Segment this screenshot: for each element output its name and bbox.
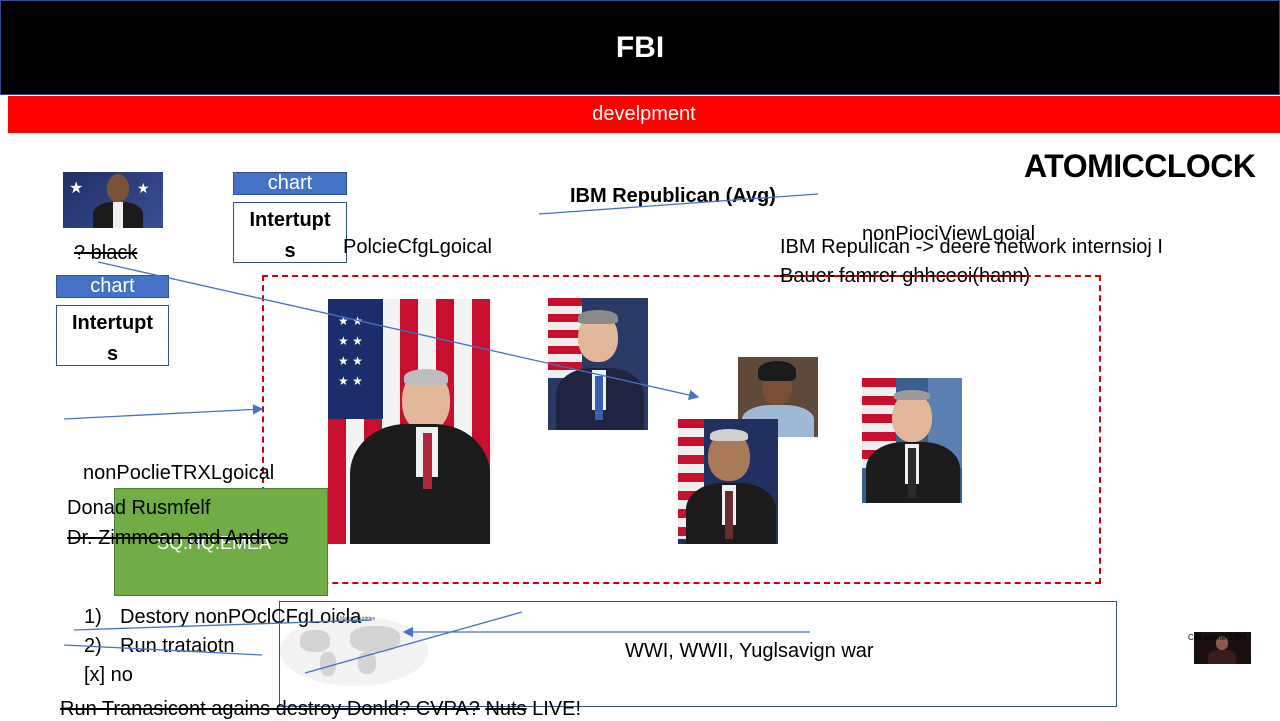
dashed-group-box [262,275,1101,584]
step-3-label: [x] no [84,664,133,686]
footer-nuts: Nuts [485,698,527,720]
note-donad: Donad Rusmfelf [67,497,211,519]
subtitle-banner: develpment [8,96,1280,133]
atomic-clock-title: ATOMICCLOCK [1024,148,1256,184]
interrupts-label-wrap: s [106,343,119,365]
portrait-photo-6 [862,378,962,503]
note-zimmean: Dr. Zimmean and Andres [67,527,289,549]
interrupts-label-wrap: s [284,240,296,262]
wars-label: WWI, WWII, Yuglsavign war [625,640,874,662]
chart-button-left[interactable]: chart [56,275,169,298]
footer-live: LIVE! [532,698,582,720]
footer-line: Run Tranasicont agains destroy Donld? CV… [60,698,581,721]
arrow-line-ibm [538,193,819,215]
portrait-photo-3 [548,298,648,430]
interrupts-box-top: Intertupt s [233,202,347,263]
thumbnail-photo [1194,632,1251,664]
wars-box: Major Countries WWI, WWII, Yuglsavign wa… [279,601,1117,707]
note-ibm-republican-avg: IBM Republican (Avg) [570,185,776,207]
interrupts-label: Intertupt [249,209,331,231]
note-ibm-repulican-line: IBM Repulican -> deere network internsio… [780,236,1163,258]
portrait-photo-4 [738,357,818,437]
arrow-line-black-to-group [97,261,700,401]
note-policie-cfg: PolcieCfgLgoical [343,236,492,258]
note-black: ? black [74,242,138,264]
thumbnail-caption: Cell phone 1986 [1188,633,1247,642]
arrow-line-step1 [73,619,373,631]
interrupts-label: Intertupt [71,312,154,334]
title-banner: FBI [0,0,1280,95]
sq-hq-box: SQ.HQ.EMEA [114,488,328,596]
note-non-poclie-trx: nonPoclieTRXLgoical [83,462,275,484]
portrait-photo-5 [678,419,778,544]
chart-button-top[interactable]: chart [233,172,347,195]
map-caption: Major Countries [340,616,376,622]
step-2-label: Run trataiotn [120,635,235,657]
arrow-line-map-diagonal [304,611,523,674]
note-non-pioci-view: nonPiociViewLgoial [862,223,1036,245]
interrupts-box-left: Intertupt s [56,305,169,366]
sq-hq-label: SQ.HQ.EMEA [157,533,272,553]
list-item: [x] no [84,664,361,693]
portrait-photo-2: ★ ★★ ★★ ★★ ★ [328,299,492,544]
subtitle-label: develpment [592,103,696,125]
arrow-line-step2 [63,644,263,656]
portrait-photo-1: ★ ★ [63,172,163,228]
footer-run-text: Run Tranasicont agains destroy Donld? CV… [60,698,480,720]
arrow-line-left-to-box [63,404,264,420]
page-title: FBI [615,30,665,64]
